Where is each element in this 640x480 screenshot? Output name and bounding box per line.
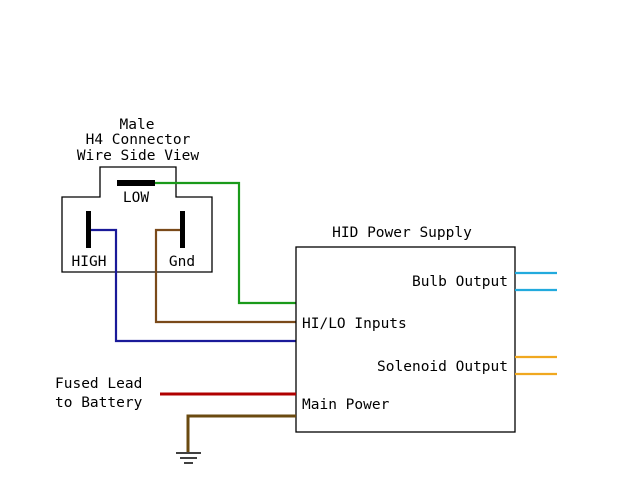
low-pin [117,180,155,186]
pin-low-label: LOW [123,190,149,206]
connector-title-line1: Male [120,117,155,133]
gnd-pin [180,211,185,248]
solenoid-output-label: Solenoid Output [377,359,508,375]
power-supply-box [295,246,516,433]
bulb-output-label: Bulb Output [412,274,508,290]
hilo-inputs-label: HI/LO Inputs [302,316,407,332]
low-wire [155,181,296,305]
h4-connector-body [61,166,213,273]
connector-title-line2: H4 Connector [86,132,191,148]
battery-label-line1: Fused Lead [55,376,142,392]
ground-icon [176,452,201,464]
high-pin [86,211,91,248]
power-supply-title: HID Power Supply [332,225,472,241]
gnd-wire [154,228,296,324]
main-power-label: Main Power [302,397,390,413]
ground-wire [186,414,296,452]
connector-title-line3: Wire Side View [77,148,199,164]
pin-gnd-label: Gnd [169,254,195,270]
pin-high-label: HIGH [72,254,107,270]
battery-label-line2: to Battery [55,395,143,411]
high-wire [88,228,296,343]
